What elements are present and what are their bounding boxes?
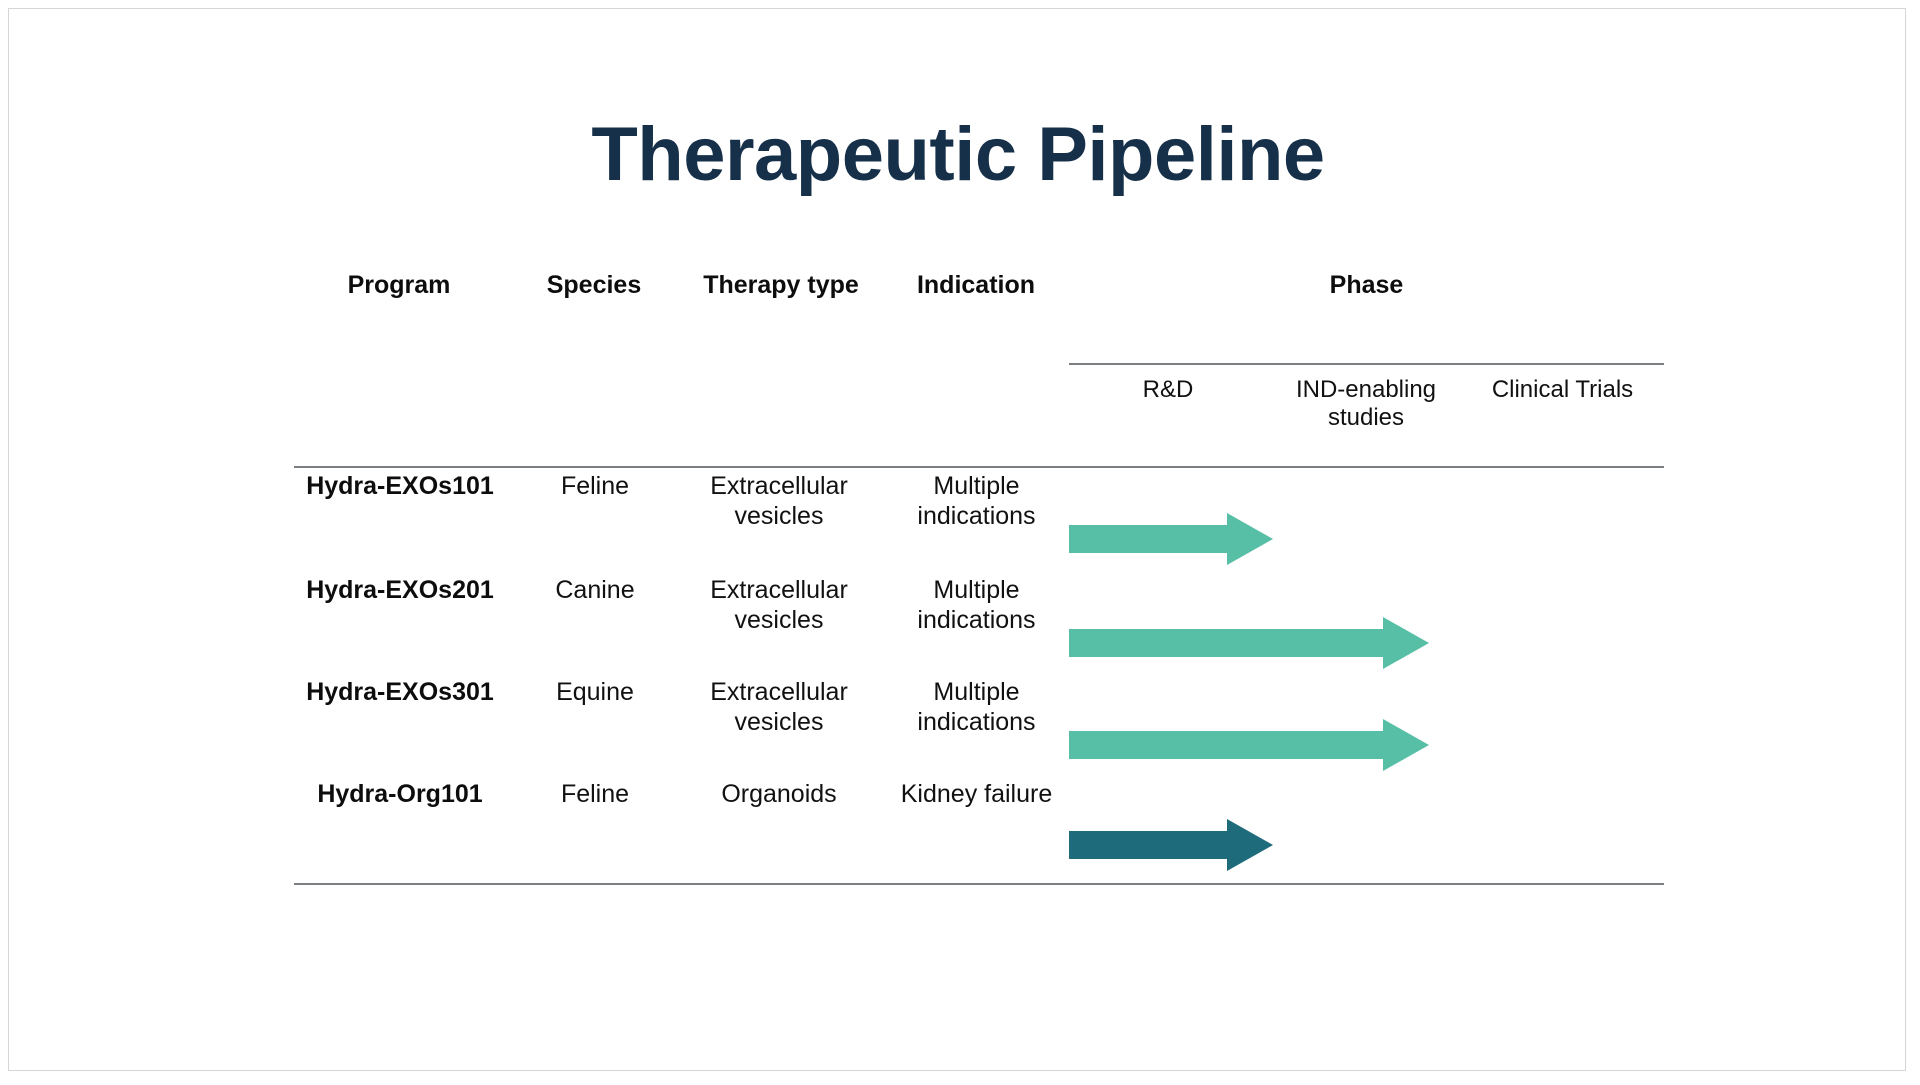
cell-species: Equine — [556, 678, 634, 706]
cell-program: Hydra-EXOs301 — [306, 678, 494, 706]
pipeline-table: Program Species Therapy type Indication … — [9, 9, 1905, 1070]
phase-header-divider — [1069, 363, 1664, 365]
cell-indication: Multiple indications — [917, 472, 1036, 530]
column-header-phase: Phase — [1329, 271, 1404, 299]
progress-arrow-icon — [1069, 617, 1429, 669]
cell-indication: Kidney failure — [900, 780, 1053, 808]
phase-stage-ind-enabling: IND-enabling studies — [1295, 376, 1437, 432]
cell-therapy-type: Organoids — [721, 780, 837, 808]
cell-program: Hydra-Org101 — [317, 780, 483, 808]
table-top-divider — [294, 466, 1664, 468]
column-header-program: Program — [347, 271, 451, 299]
phase-stage-rd: R&D — [1142, 376, 1194, 403]
progress-arrow-icon — [1069, 513, 1273, 565]
cell-species: Canine — [555, 576, 635, 604]
page-title: Therapeutic Pipeline — [591, 112, 1325, 197]
progress-arrow-icon — [1069, 719, 1429, 771]
cell-therapy-type: Extracellular vesicles — [710, 472, 848, 530]
cell-therapy-type: Extracellular vesicles — [710, 678, 848, 736]
table-bottom-divider — [294, 883, 1664, 885]
cell-species: Feline — [560, 780, 630, 808]
column-header-species: Species — [546, 271, 642, 299]
cell-indication: Multiple indications — [917, 576, 1036, 634]
column-header-indication: Indication — [916, 271, 1036, 299]
column-header-therapy-type: Therapy type — [703, 271, 859, 299]
cell-program: Hydra-EXOs201 — [306, 576, 494, 604]
slide-canvas: Therapeutic Pipeline Program Species The… — [8, 8, 1906, 1071]
progress-arrow-icon — [1069, 819, 1273, 871]
phase-stage-clinical-trials: Clinical Trials — [1491, 376, 1634, 403]
cell-species: Feline — [560, 472, 630, 500]
cell-indication: Multiple indications — [917, 678, 1036, 736]
cell-therapy-type: Extracellular vesicles — [710, 576, 848, 634]
cell-program: Hydra-EXOs101 — [306, 472, 494, 500]
